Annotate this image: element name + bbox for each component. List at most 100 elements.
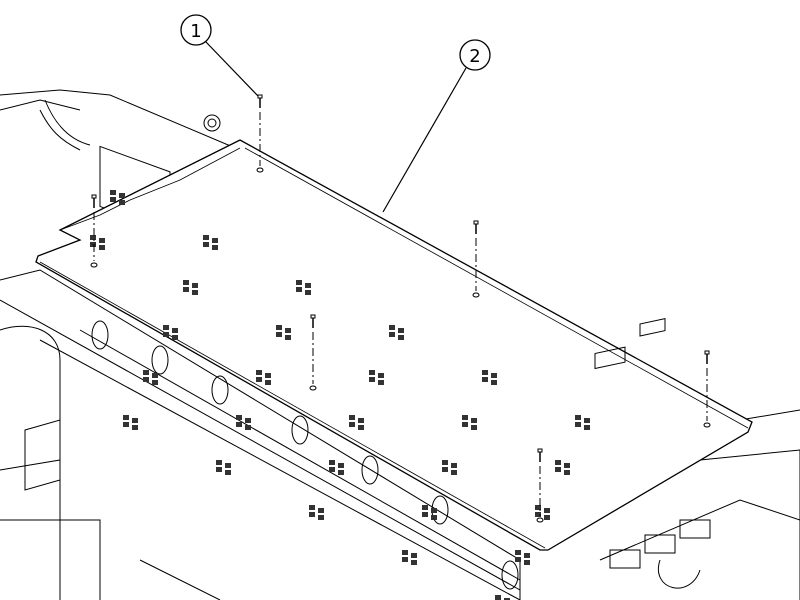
plate-pad (276, 332, 282, 337)
plate-pad (203, 242, 209, 247)
plate-pad (99, 245, 105, 250)
plate-pad (203, 235, 209, 240)
plate-pad (265, 373, 271, 378)
plate-pad (575, 415, 581, 420)
plate-pad (584, 418, 590, 423)
plate-pad (431, 508, 437, 513)
plate-pad (216, 460, 222, 465)
plate-pad (305, 290, 311, 295)
screw (536, 448, 544, 523)
plate-pad (378, 380, 384, 385)
plate-pad (90, 242, 96, 247)
plate-pad (471, 425, 477, 430)
plate-pad (143, 370, 149, 375)
plate-pad (338, 470, 344, 475)
plate-pad (119, 193, 125, 198)
plate-pad (163, 332, 169, 337)
plate-pad (358, 425, 364, 430)
plate-pad (349, 415, 355, 420)
plate-pad (309, 512, 315, 517)
plate-pad (555, 467, 561, 472)
plate-pad (411, 560, 417, 565)
screw (309, 314, 317, 391)
plate-pad (338, 463, 344, 468)
plate-pad (358, 418, 364, 423)
screw (256, 94, 264, 173)
screws (90, 94, 711, 523)
plate-pad (402, 550, 408, 555)
plate-pad (192, 283, 198, 288)
plate-pad (172, 335, 178, 340)
callout-2: 2 (382, 39, 491, 213)
plate-pad (555, 460, 561, 465)
plate-pad (163, 325, 169, 330)
plate-pad (389, 332, 395, 337)
plate-pad (309, 505, 315, 510)
plate-pad (296, 287, 302, 292)
plate-pad (564, 470, 570, 475)
plate-pad (369, 377, 375, 382)
plate-outline[interactable] (35, 139, 753, 551)
plate-pad (524, 560, 530, 565)
plate-pad (515, 557, 521, 562)
plate-pad (431, 515, 437, 520)
plate-pad (245, 418, 251, 423)
plate-pad (349, 422, 355, 427)
plate-pad (236, 415, 242, 420)
plate-pad (276, 325, 282, 330)
plate-pad (329, 467, 335, 472)
plate-pad (318, 508, 324, 513)
plate-pad-grid (90, 190, 590, 600)
plate-label-area (594, 346, 626, 370)
plate-pad (132, 418, 138, 423)
plate-label-area (639, 318, 666, 337)
plate-pad (225, 470, 231, 475)
plate[interactable] (35, 139, 753, 600)
plate-pad (256, 377, 262, 382)
plate-pad (535, 512, 541, 517)
callout-1: 1 (180, 14, 259, 97)
screw (472, 220, 480, 298)
plate-pad (296, 280, 302, 285)
plate-pad (462, 415, 468, 420)
plate-pad (99, 238, 105, 243)
plate-pad (524, 553, 530, 558)
plate-pad (398, 328, 404, 333)
screw (703, 350, 711, 428)
plate-pad (411, 553, 417, 558)
plate-pad (462, 422, 468, 427)
plate-pad (451, 463, 457, 468)
plate-pad (172, 328, 178, 333)
plate-pad (389, 325, 395, 330)
plate-pad (471, 418, 477, 423)
plate-pad (491, 380, 497, 385)
plate-pad (265, 380, 271, 385)
plate-pad (544, 515, 550, 520)
plate-pad (212, 238, 218, 243)
plate-pad (584, 425, 590, 430)
plate-pad (119, 200, 125, 205)
plate-pad (564, 463, 570, 468)
plate-pad (110, 197, 116, 202)
rollers (91, 320, 519, 590)
plate-pad (192, 290, 198, 295)
plate-pad (369, 370, 375, 375)
plate-pad (535, 505, 541, 510)
plate-pad (495, 595, 501, 600)
plate-pad (256, 370, 262, 375)
plate-pad (216, 467, 222, 472)
callout-2-label: 2 (469, 46, 480, 67)
plate-pad (285, 328, 291, 333)
chassis-background (0, 89, 800, 600)
plate-pad (123, 422, 129, 427)
plate-pad (183, 280, 189, 285)
plate-pad (183, 287, 189, 292)
plate-pad (90, 235, 96, 240)
plate-pad (225, 463, 231, 468)
plate-pad (123, 415, 129, 420)
plate-pad (398, 335, 404, 340)
plate-pad (544, 508, 550, 513)
plate-pad (143, 377, 149, 382)
plate-pad (515, 550, 521, 555)
plate-pad (442, 460, 448, 465)
